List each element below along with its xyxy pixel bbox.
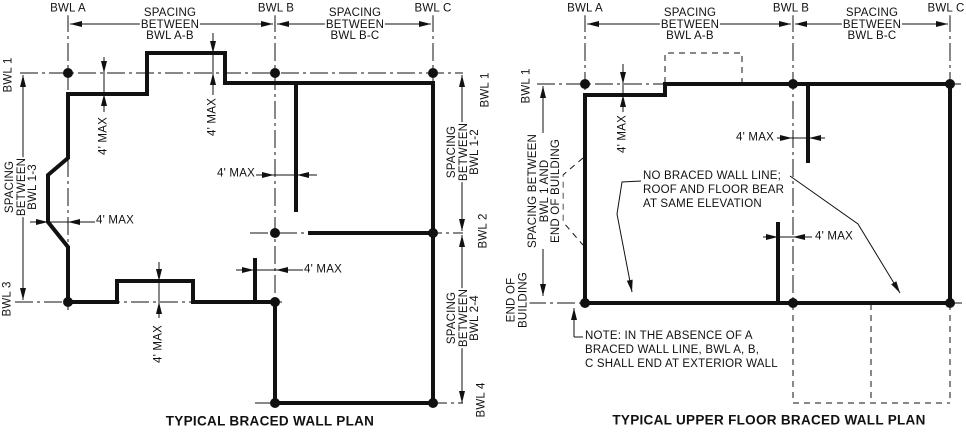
- left-plan-title: TYPICAL BRACED WALL PLAN: [165, 413, 375, 429]
- left-bwl-2-label: BWL 2: [477, 212, 490, 250]
- right-spacing-ab-label: SPACING BETWEEN BWL A-B: [659, 6, 721, 43]
- left-spacing-1-3-label: SPACING BETWEEN BWL 1-3: [3, 156, 40, 218]
- right-bwl-1-label: BWL 1: [520, 67, 533, 105]
- right-bwl-a-label: BWL A: [566, 2, 604, 15]
- left-spacing-2-4-label: SPACING BETWEEN BWL 2-4: [445, 287, 482, 349]
- left-4max-vertical-2: 4' MAX: [206, 97, 219, 137]
- left-bwl-4-label: BWL 4: [475, 381, 488, 419]
- left-bwl-a-label: BWL A: [49, 2, 87, 15]
- left-spacing-1-2-label: SPACING BETWEEN BWL 1-2: [445, 121, 482, 183]
- right-bwl-c-label: BWL C: [926, 2, 966, 15]
- right-spacing-1-end-label: SPACING BETWEEN BWL 1 AND END OF BUILDIN…: [526, 133, 563, 249]
- left-4max-horizontal-2: 4' MAX: [216, 167, 256, 180]
- right-plan-title: TYPICAL UPPER FLOOR BRACED WALL PLAN: [612, 412, 926, 428]
- left-4max-vertical-1: 4' MAX: [97, 116, 110, 156]
- left-spacing-bc-label: SPACING BETWEEN BWL B-C: [324, 6, 386, 43]
- left-4max-vertical-3: 4' MAX: [152, 324, 165, 364]
- note-leader-lines: [571, 175, 901, 338]
- right-4max-horizontal-2: 4' MAX: [814, 230, 854, 243]
- right-bwl-b-label: BWL B: [771, 2, 811, 15]
- left-bwl-c-label: BWL C: [413, 2, 453, 15]
- right-4max-vertical: 4' MAX: [616, 114, 629, 154]
- left-bwl-1-label: BWL 1: [2, 56, 15, 94]
- left-spacing-ab-label: SPACING BETWEEN BWL A-B: [139, 6, 201, 43]
- right-no-braced-wall-note: NO BRACED WALL LINE; ROOF AND FLOOR BEAR…: [643, 169, 785, 211]
- left-bwl-1-right-label: BWL 1: [479, 71, 492, 109]
- right-end-of-building-label: END OF BUILDING: [505, 271, 530, 329]
- right-spacing-bc-label: SPACING BETWEEN BWL B-C: [841, 6, 903, 43]
- left-4max-horizontal-1: 4' MAX: [95, 214, 135, 227]
- lower-floor-dashed-outline: [562, 52, 951, 404]
- wall-line-node-dots: [63, 68, 955, 408]
- left-4max-horizontal-3: 4' MAX: [303, 263, 343, 276]
- right-4max-horizontal-1: 4' MAX: [735, 131, 775, 144]
- left-bwl-b-label: BWL B: [256, 2, 296, 15]
- left-bwl-3-label: BWL 3: [1, 280, 14, 318]
- right-exterior-wall-note: NOTE: IN THE ABSENCE OF A BRACED WALL LI…: [585, 329, 778, 371]
- braced-walls: [46, 51, 952, 405]
